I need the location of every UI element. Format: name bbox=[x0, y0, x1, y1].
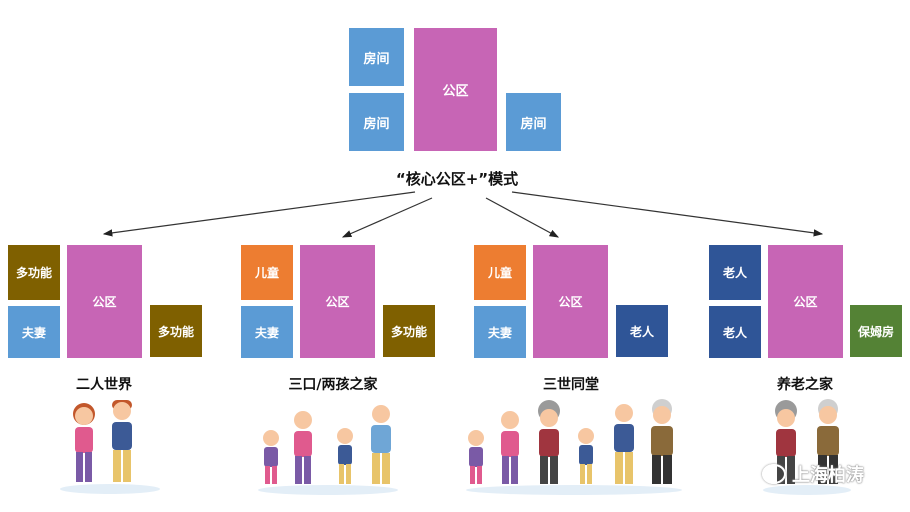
layout-1-couple-room: 夫妻 bbox=[8, 306, 60, 358]
arrow-to-layout-3 bbox=[485, 197, 560, 238]
woman-figure bbox=[73, 403, 95, 482]
top-room-right: 房间 bbox=[506, 93, 561, 151]
model-title: “核心公区+”模式 bbox=[395, 170, 519, 188]
man-figure bbox=[614, 404, 634, 484]
layout-4-elder-room-lower: 老人 bbox=[709, 306, 761, 358]
arrow-to-layout-2 bbox=[341, 197, 433, 238]
arrow-to-layout-1 bbox=[102, 191, 416, 237]
grandfather-figure bbox=[817, 399, 839, 484]
layout-1-multi-room: 多功能 bbox=[8, 245, 60, 300]
layout-1-right-multi-room: 多功能 bbox=[150, 305, 202, 357]
man-figure bbox=[371, 405, 391, 484]
grandfather-figure bbox=[651, 399, 673, 484]
layout-4-title: 养老之家 bbox=[777, 377, 833, 393]
layout-3-public-area: 公区 bbox=[533, 245, 608, 358]
girl-figure bbox=[263, 430, 279, 484]
layout-2-couple-room: 夫妻 bbox=[241, 306, 293, 358]
layout-4-nanny-room: 保姆房 bbox=[850, 305, 902, 357]
layout-1-public-area: 公区 bbox=[67, 245, 142, 358]
layout-2-public-area: 公区 bbox=[300, 245, 375, 358]
top-public-area: 公区 bbox=[414, 28, 497, 151]
layout-3-elder-room: 老人 bbox=[616, 305, 668, 357]
woman-figure bbox=[294, 411, 312, 484]
layout-4-public-area: 公区 bbox=[768, 245, 843, 358]
top-room-lower: 房间 bbox=[349, 93, 404, 151]
watermark-text: 上海柏涛 bbox=[792, 465, 864, 486]
boy-figure bbox=[337, 428, 353, 484]
woman-figure bbox=[501, 411, 519, 484]
top-room-upper: 房间 bbox=[349, 28, 404, 86]
layout-3-child-room: 儿童 bbox=[474, 245, 526, 300]
layout-3-couple-room: 夫妻 bbox=[474, 306, 526, 358]
man-figure bbox=[112, 400, 132, 482]
boy-figure bbox=[578, 428, 594, 484]
layout-4-elder-room-upper: 老人 bbox=[709, 245, 761, 300]
family-illustration-parents-children bbox=[258, 405, 398, 495]
wechat-icon bbox=[762, 464, 786, 484]
grandmother-figure bbox=[538, 400, 560, 484]
family-illustration-couple bbox=[60, 400, 160, 494]
layout-2-title: 三口/两孩之家 bbox=[288, 377, 378, 393]
watermark: 上海柏涛 bbox=[762, 463, 864, 486]
layout-2-child-room: 儿童 bbox=[241, 245, 293, 300]
family-illustration-three-generations bbox=[466, 399, 682, 495]
layout-2-multi-room: 多功能 bbox=[383, 305, 435, 357]
girl-figure bbox=[468, 430, 484, 484]
layout-3-title: 三世同堂 bbox=[543, 377, 599, 393]
layout-1-title: 二人世界 bbox=[76, 377, 132, 393]
arrow-to-layout-4 bbox=[511, 191, 824, 237]
